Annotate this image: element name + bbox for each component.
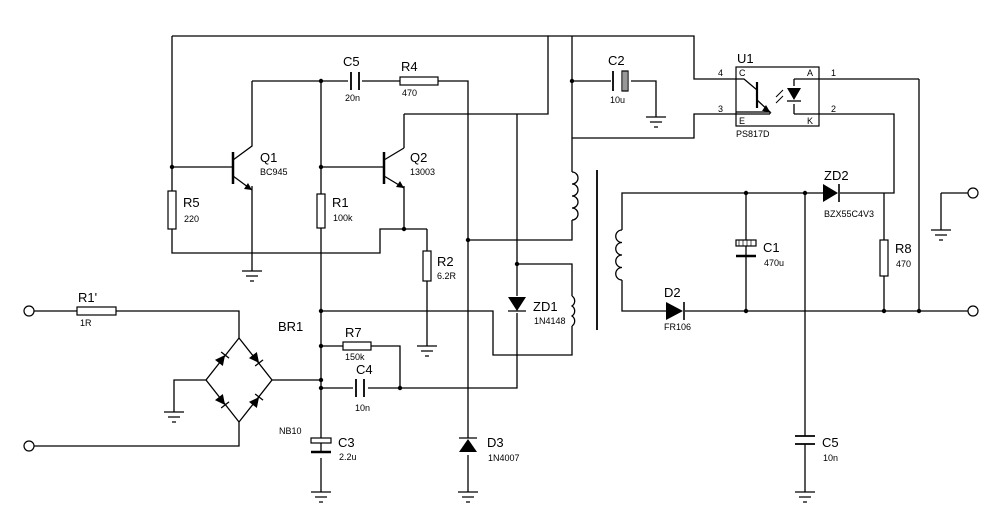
terminals xyxy=(23,187,979,452)
transistor-q2: Q2 13003 xyxy=(367,147,435,189)
resistor-r8: R8 470 xyxy=(879,239,912,277)
value-label: 150k xyxy=(345,352,365,362)
ref-label: C5 xyxy=(343,54,360,69)
value-label: 100k xyxy=(333,213,353,223)
wires xyxy=(34,35,969,492)
ref-label: C2 xyxy=(608,53,625,68)
value-label: 470 xyxy=(402,88,417,98)
value-label: BC945 xyxy=(260,167,288,177)
capacitor-c2: C2 10u xyxy=(608,53,629,105)
ref-label: D3 xyxy=(487,435,504,450)
ac-input-terminal-top xyxy=(23,305,35,317)
transformer xyxy=(570,170,623,330)
ref-label: ZD1 xyxy=(533,299,558,314)
dc-output-terminal-gnd xyxy=(967,187,979,199)
ref-label: R2 xyxy=(437,254,454,269)
pin-label: E xyxy=(739,116,745,126)
resistor-r7: R7 150k xyxy=(342,325,372,362)
ref-label: R1' xyxy=(78,290,97,305)
value-label: 1N4007 xyxy=(488,453,520,463)
ground-icon xyxy=(646,116,666,128)
value-label: 470u xyxy=(764,258,784,268)
ref-label: Q2 xyxy=(410,150,427,165)
ref-label: C3 xyxy=(338,435,355,450)
value-label: PS817D xyxy=(736,129,770,139)
ref-label: R4 xyxy=(401,59,418,74)
capacitor-c1: C1 470u xyxy=(735,239,784,268)
junction-dots xyxy=(169,78,922,391)
value-label: 13003 xyxy=(410,167,435,177)
ref-label: R7 xyxy=(345,325,362,340)
ref-label: C1 xyxy=(763,240,780,255)
ref-label: ZD2 xyxy=(824,168,849,183)
optocoupler-u1: U1 PS817D C E A K 4 3 1 2 xyxy=(718,51,836,139)
ref-label: R8 xyxy=(895,241,912,256)
resistor-r5: R5 220 xyxy=(167,190,200,230)
resistor-r4: R4 470 xyxy=(399,59,439,98)
pin-label: C xyxy=(739,68,746,78)
ground-icon xyxy=(242,270,262,282)
capacitor-c3: C3 2.2u xyxy=(310,431,357,462)
dc-output-terminal-pos xyxy=(967,305,979,317)
ground-icon xyxy=(311,491,331,503)
ref-label: C5 xyxy=(822,435,839,450)
ref-label: R1 xyxy=(332,195,349,210)
ref-label: U1 xyxy=(737,51,754,66)
bridge-rectifier-br1: BR1 NB10 xyxy=(205,319,303,436)
value-label: 10n xyxy=(355,403,370,413)
value-label: 220 xyxy=(184,214,199,224)
value-label: 1N4148 xyxy=(534,316,566,326)
pin-number: 2 xyxy=(831,104,836,114)
capacitor-c5-top: C5 20n xyxy=(343,54,360,103)
ground-icon xyxy=(458,491,478,503)
resistor-r1-prime: R1' 1R xyxy=(76,290,117,328)
diode-d2: D2 FR106 xyxy=(664,285,691,332)
ground-icon xyxy=(164,411,184,423)
value-label: 20n xyxy=(345,93,360,103)
ref-label: C4 xyxy=(356,362,373,377)
capacitor-c5-bottom: C5 10n xyxy=(795,435,839,463)
zener-diode-zd1: ZD1 1N4148 xyxy=(508,297,566,326)
value-label: FR106 xyxy=(664,322,691,332)
ground-icon xyxy=(931,229,951,241)
ref-label: Q1 xyxy=(260,150,277,165)
pin-number: 3 xyxy=(718,104,723,114)
ground-icon xyxy=(795,491,815,503)
value-label: 1R xyxy=(80,318,92,328)
capacitor-c4: C4 10n xyxy=(355,362,373,413)
ac-input-terminal-bottom xyxy=(23,440,35,452)
ref-label: BR1 xyxy=(278,319,303,334)
value-label: 2.2u xyxy=(339,452,357,462)
diode-d3: D3 1N4007 xyxy=(459,435,520,463)
pin-label: K xyxy=(807,116,813,126)
value-label: NB10 xyxy=(279,426,302,436)
value-label: 10n xyxy=(823,453,838,463)
transistor-q1: Q1 BC945 xyxy=(231,81,288,191)
pin-label: A xyxy=(807,68,813,78)
value-label: BZX55C4V3 xyxy=(824,209,874,219)
pin-number: 4 xyxy=(718,68,723,78)
value-label: 10u xyxy=(610,95,625,105)
ground-icon xyxy=(417,345,437,357)
zener-diode-zd2: ZD2 BZX55C4V3 xyxy=(823,168,874,219)
ref-label: R5 xyxy=(183,195,200,210)
pin-number: 1 xyxy=(831,68,836,78)
resistor-r2: R2 6.2R xyxy=(422,250,457,282)
resistor-r1: R1 100k xyxy=(316,193,353,229)
ground-symbols xyxy=(164,116,951,503)
value-label: 6.2R xyxy=(437,271,457,281)
value-label: 470 xyxy=(896,259,911,269)
ref-label: D2 xyxy=(664,285,681,300)
